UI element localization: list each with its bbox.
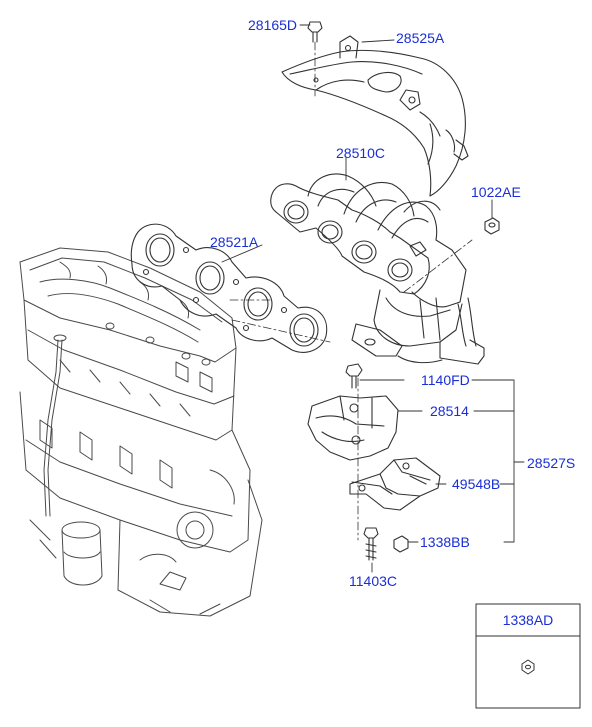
inset-box-title[interactable]: 1338AD (502, 612, 554, 628)
bolt-28165D-illustration (307, 21, 323, 43)
label-11403C[interactable]: 11403C (349, 573, 398, 589)
leader-lines (221, 24, 525, 573)
exhaust-manifold-illustration (270, 173, 485, 365)
bolt-11403C-illustration (363, 527, 379, 561)
label-28165D[interactable]: 28165D (248, 17, 298, 33)
label-1140FD[interactable]: 1140FD (421, 372, 470, 388)
label-28521A[interactable]: 28521A (210, 234, 259, 250)
engine-block-illustration (19, 247, 263, 617)
manifold-gasket-illustration (130, 223, 328, 353)
alignment-lines (229, 41, 473, 541)
inset-box (475, 603, 581, 709)
bracket-28514-illustration (307, 395, 399, 461)
label-28525A[interactable]: 28525A (396, 30, 445, 46)
nut-1338BB-illustration (393, 535, 409, 553)
label-1338BB[interactable]: 1338BB (420, 534, 470, 550)
bolt-1140FD-illustration (345, 363, 363, 389)
label-28514[interactable]: 28514 (430, 403, 469, 419)
label-28527S[interactable]: 28527S (527, 455, 576, 471)
flange-nut-icon (521, 659, 535, 675)
nut-1022AE-illustration (484, 217, 500, 235)
label-1022AE[interactable]: 1022AE (471, 184, 521, 200)
label-49548B[interactable]: 49548B (452, 476, 501, 492)
lower-shield-49548B-illustration (349, 457, 441, 511)
heat-shield-illustration (281, 35, 469, 197)
label-28510C[interactable]: 28510C (336, 145, 386, 161)
